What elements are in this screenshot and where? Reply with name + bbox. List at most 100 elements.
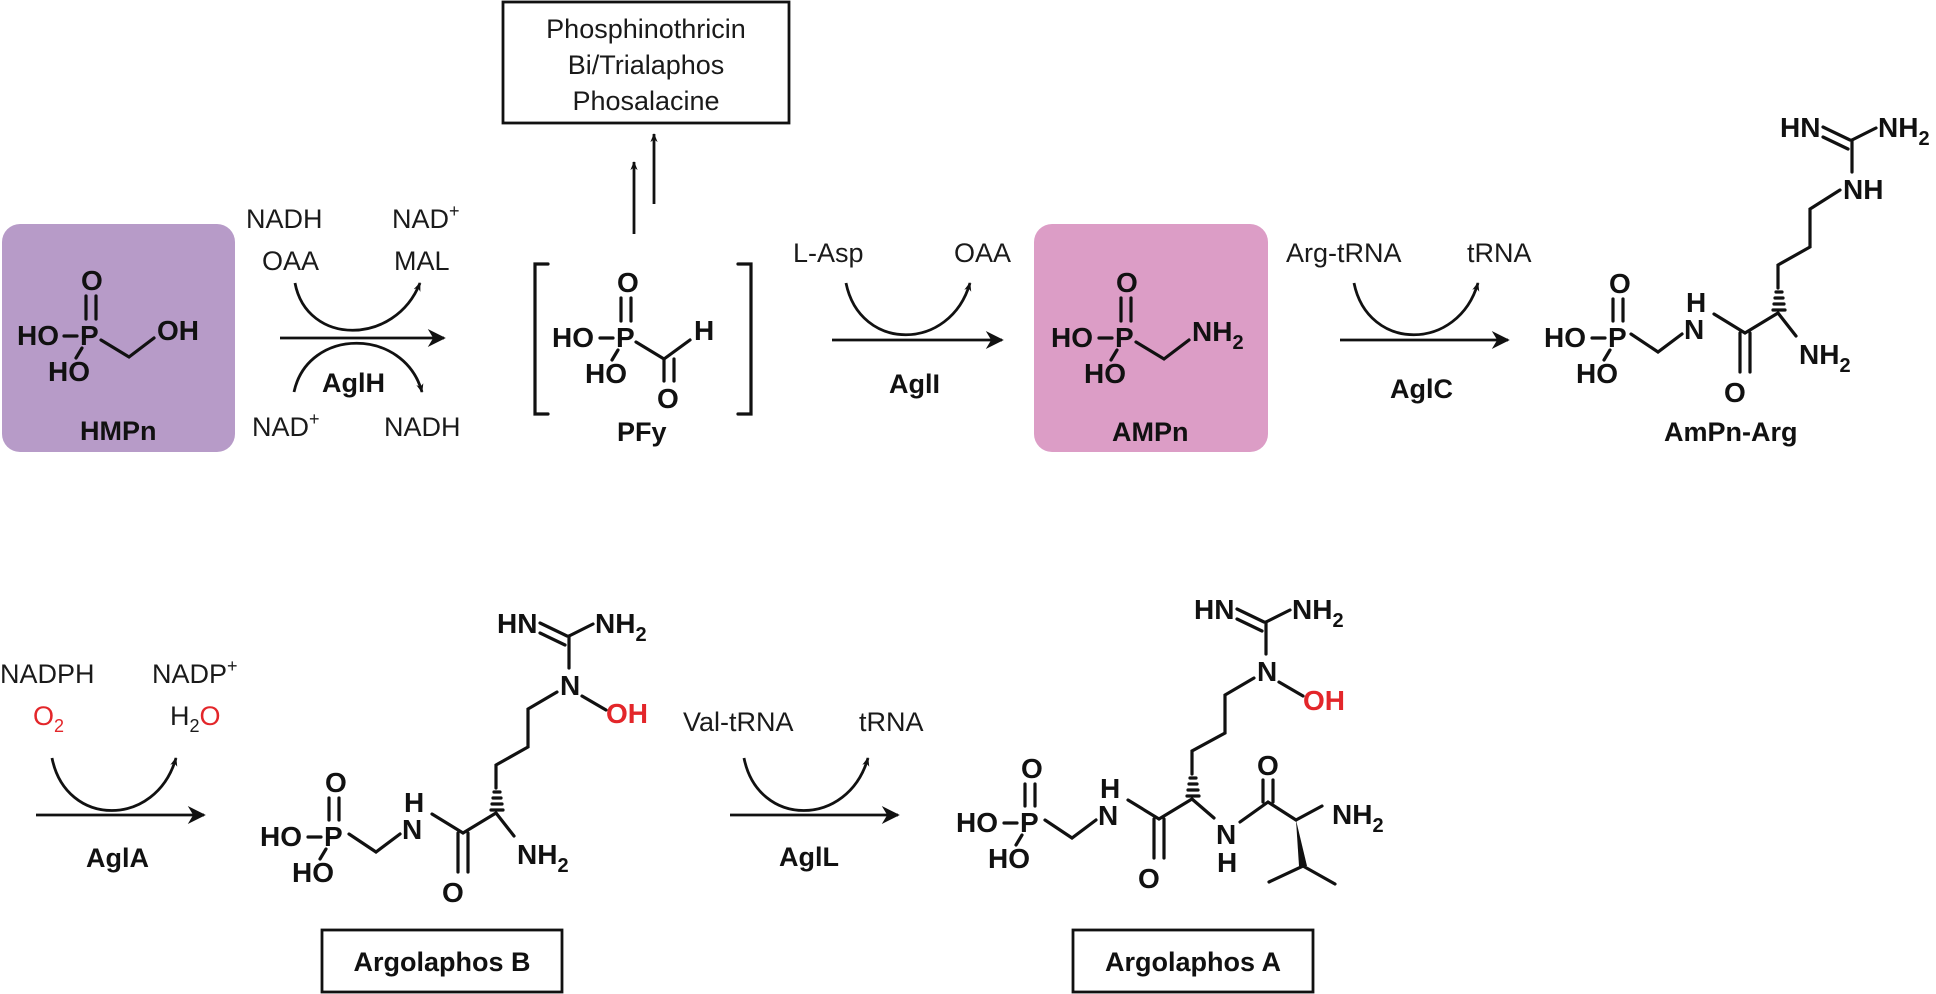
ampnarg-carbonyl-o: O (1724, 377, 1746, 408)
arga-carbonyl-o: O (1138, 863, 1160, 894)
hmpn-o-atom: O (81, 265, 103, 296)
agli-enzyme: AglI (889, 369, 940, 399)
ampnarg-nh2-atom: NH2 (1878, 112, 1930, 150)
ampn-nh2-atom: NH2 (1192, 316, 1244, 354)
agli-l-asp-in: L-Asp (793, 238, 864, 268)
argb-o-atom: O (325, 767, 347, 798)
compound-argolaphos-a: HN NH2 N OH N H O NH2 O H N O (956, 594, 1384, 994)
aglh-nadh-out: NADH (384, 412, 461, 442)
ampnarg-stereo-hash (1771, 290, 1787, 312)
pfy-p-atom: P (616, 322, 635, 353)
compound-argolaphos-b: HN NH2 N OH NH2 O H N O P HO HO Ar (260, 608, 648, 994)
agla-h2o-out: H2O (170, 701, 221, 736)
aglc-curve (1352, 282, 1480, 337)
products-branch: Phosphinothricin Bi/Trialaphos Phosalaci… (501, 0, 791, 234)
pfy-ho-atom-2: HO (585, 358, 627, 389)
products-line-2: Bi/Trialaphos (568, 50, 725, 80)
argb-ho-atom: HO (260, 821, 302, 852)
arga-amide-h2: H (1217, 847, 1237, 878)
ampn-ho-atom: HO (1051, 322, 1093, 353)
ampnarg-ho-atom-2: HO (1576, 358, 1618, 389)
ampnarg-amide-h: H (1686, 287, 1706, 318)
argb-p-atom: P (324, 821, 343, 852)
products-line-3: Phosalacine (572, 86, 719, 116)
ampn-name: AMPn (1112, 417, 1189, 447)
agla-nadp-out: NADP+ (152, 656, 238, 689)
argb-amide-h: H (404, 787, 424, 818)
agli-curve (844, 282, 972, 337)
aglc-arg-trna-in: Arg-tRNA (1286, 238, 1402, 268)
argb-amide-n: N (402, 814, 422, 845)
argolaphos-a-name: Argolaphos A (1105, 947, 1281, 977)
aglh-nadh-in: NADH (246, 204, 323, 234)
argolaphos-b-name: Argolaphos B (353, 947, 530, 977)
arga-hn-atom: HN (1194, 594, 1234, 625)
argolaphos-b-box (320, 928, 564, 994)
ampnarg-alpha-nh2: NH2 (1799, 339, 1851, 377)
arga-amide-n: N (1098, 800, 1118, 831)
ampnarg-o-atom: O (1609, 268, 1631, 299)
step-aglc: Arg-tRNA tRNA AglC (1286, 238, 1532, 404)
compound-ampn: O P HO HO NH2 AMPn (1034, 224, 1268, 452)
arga-val-nh2: NH2 (1332, 799, 1384, 837)
agll-trna-out: tRNA (859, 707, 924, 737)
arga-oh-atom: OH (1303, 685, 1345, 716)
arga-stereo-hash (1185, 776, 1201, 798)
argb-n-atom: N (560, 670, 580, 701)
agll-enzyme: AglL (779, 842, 839, 872)
argb-alpha-nh2: NH2 (517, 839, 569, 877)
aglh-nad-out: NAD+ (392, 201, 460, 234)
arga-amide-n2: N (1216, 819, 1236, 850)
arga-ho-atom-2: HO (988, 843, 1030, 874)
pfy-o-atom: O (617, 267, 639, 298)
agll-curve (742, 757, 870, 812)
compound-ampn-arg: HN NH2 NH NH2 O H N O P HO HO (1544, 112, 1930, 447)
step-agli: L-Asp OAA AglI (793, 238, 1011, 399)
aglh-top-curve (293, 282, 422, 332)
agla-enzyme: AglA (86, 843, 149, 873)
argb-oh-atom: OH (606, 698, 648, 729)
ampn-arg-name: AmPn-Arg (1664, 417, 1798, 447)
argb-hn-atom: HN (497, 608, 537, 639)
argb-nh2-atom: NH2 (595, 608, 647, 646)
arga-n-atom: N (1257, 656, 1277, 687)
ampnarg-p-atom: P (1608, 322, 1627, 353)
ampn-highlight-box (1034, 224, 1268, 452)
arga-val-wedge (1296, 820, 1307, 866)
arga-o-atom: O (1021, 753, 1043, 784)
aglh-mal-out: MAL (394, 246, 450, 276)
ampnarg-amide-n: N (1684, 314, 1704, 345)
hmpn-ho-atom-2: HO (48, 356, 90, 387)
hmpn-ho-atom: HO (17, 320, 59, 351)
compound-pfy: O P HO HO H O PFy (533, 262, 753, 447)
pfy-left-bracket (533, 262, 550, 416)
pfy-aldehyde-h: H (694, 315, 714, 346)
agla-curve (50, 757, 178, 812)
pfy-ho-atom: HO (552, 322, 594, 353)
ampnarg-nh-atom: NH (1843, 174, 1883, 205)
arga-nh2-atom: NH2 (1292, 594, 1344, 632)
aglh-enzyme: AglH (322, 368, 385, 398)
aglc-trna-out: tRNA (1467, 238, 1532, 268)
products-line-1: Phosphinothricin (546, 14, 746, 44)
hmpn-p-atom: P (80, 320, 99, 351)
aglh-oaa-in: OAA (262, 246, 319, 276)
step-agll: Val-tRNA tRNA AglL (683, 707, 924, 872)
argb-ho-atom-2: HO (292, 857, 334, 888)
pfy-right-bracket (736, 262, 753, 416)
step-aglh: NADH OAA NAD+ MAL AglH NAD+ NADH (246, 201, 461, 442)
ampn-p-atom: P (1115, 322, 1134, 353)
aglh-bottom-curve (292, 341, 424, 393)
hmpn-highlight-box (2, 224, 235, 452)
agla-o2-in: O2 (33, 701, 64, 736)
products-box (501, 0, 791, 125)
argb-carbonyl-o: O (442, 877, 464, 908)
hmpn-name: HMPn (80, 416, 157, 446)
aglh-nad-in: NAD+ (252, 409, 320, 442)
arga-amide-h: H (1100, 773, 1120, 804)
agli-oaa-out: OAA (954, 238, 1011, 268)
argb-stereo-hash (489, 790, 505, 812)
arga-p-atom: P (1020, 807, 1039, 838)
agla-nadph-in: NADPH (0, 659, 95, 689)
ampnarg-hn-atom: HN (1780, 112, 1820, 143)
